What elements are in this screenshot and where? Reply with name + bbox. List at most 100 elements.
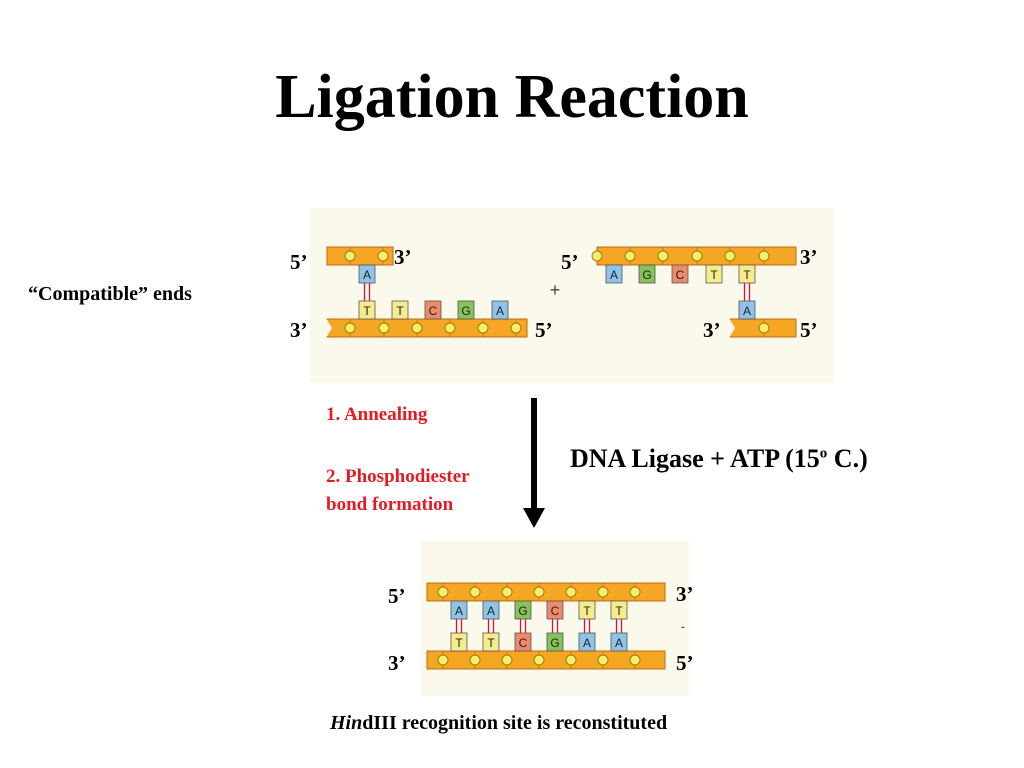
left-bottom-base-3-label: G xyxy=(461,304,470,318)
degree-symbol: o xyxy=(819,445,828,462)
frag-right-bottom-3prime: 3’ xyxy=(703,318,721,342)
product-top-base-1-label: A xyxy=(487,604,495,618)
frag-right-top-3prime: 3’ xyxy=(800,245,818,269)
product-top-dot-2 xyxy=(501,586,513,598)
left-bottom-base-2-label: C xyxy=(429,304,438,318)
right-top-base-2 xyxy=(671,264,689,284)
right-top-base-3-label: T xyxy=(710,268,718,282)
product-top-base-5 xyxy=(610,600,628,620)
product-top-base-5-label: T xyxy=(615,604,623,618)
product-bottom-base-3-label: G xyxy=(550,636,559,650)
product-bottom-base-0 xyxy=(450,632,468,652)
product-bottom-base-5-label: A xyxy=(615,636,623,650)
ligase-condition: DNA Ligase + ATP (15o C.) xyxy=(570,444,868,473)
step-annealing: 1. Annealing xyxy=(326,404,428,425)
left-bottom-dot-5 xyxy=(510,322,522,334)
left-bottom-base-1-label: T xyxy=(396,304,404,318)
left-top-dot-1 xyxy=(377,250,389,262)
product-top-dot-6 xyxy=(629,586,641,598)
left-top-base-0 xyxy=(358,264,376,284)
reaction-arrow-shaft xyxy=(531,398,537,510)
frag-left-bottom-5prime: 5’ xyxy=(535,318,553,342)
right-top-base-1 xyxy=(638,264,656,284)
product-bottom-3prime: 3’ xyxy=(388,651,406,675)
product-top-dot-3 xyxy=(533,586,545,598)
product-bottom-5prime: 5’ xyxy=(676,651,694,675)
frag-left-top-3prime: 3’ xyxy=(394,245,412,269)
left-bottom-base-1 xyxy=(391,300,409,320)
product-top-base-4 xyxy=(578,600,596,620)
left-bottom-base-3 xyxy=(457,300,475,320)
product-bottom-base-4-label: A xyxy=(583,636,591,650)
right-top-dot-4 xyxy=(724,250,736,262)
product-bottom-dot-6 xyxy=(629,654,641,666)
frag-right-bottom-5prime: 5’ xyxy=(800,318,818,342)
product-top-dot-4 xyxy=(565,586,577,598)
product-bottom-base-1-label: T xyxy=(487,636,495,650)
left-bottom-base-0 xyxy=(358,300,376,320)
product-bottom-dot-1 xyxy=(469,654,481,666)
product-bottom-base-2-label: C xyxy=(519,636,528,650)
product-top-base-4-label: T xyxy=(583,604,591,618)
right-bottom-dot-0 xyxy=(758,322,770,334)
left-bottom-base-4 xyxy=(491,300,509,320)
right-top-base-0-label: A xyxy=(610,268,618,282)
product-top-dot-5 xyxy=(597,586,609,598)
step-bond-formation: bond formation xyxy=(326,494,454,515)
product-top-strand xyxy=(426,582,666,602)
left-bottom-base-2 xyxy=(424,300,442,320)
right-bottom-notch xyxy=(729,318,735,338)
minus-sign: - xyxy=(681,618,686,634)
frag-left-bottom-3prime: 3’ xyxy=(290,318,308,342)
product-top-base-2-label: G xyxy=(518,604,527,618)
right-top-base-4-label: T xyxy=(743,268,751,282)
frag-left-top-5prime: 5’ xyxy=(290,250,308,274)
left-bottom-dot-0 xyxy=(344,322,356,334)
left-bottom-dot-4 xyxy=(477,322,489,334)
left-bottom-strand xyxy=(326,318,528,338)
product-top-base-3-label: C xyxy=(551,604,560,618)
left-bottom-notch xyxy=(326,318,332,338)
product-bottom-dot-3 xyxy=(533,654,545,666)
reaction-arrow-head xyxy=(523,508,545,528)
product-top-3prime: 3’ xyxy=(676,582,694,606)
product-bottom-dot-2 xyxy=(501,654,513,666)
product-diagram: A A G C T T T T C G A A - xyxy=(426,582,686,670)
product-bottom-dot-4 xyxy=(565,654,577,666)
plus-sign: + xyxy=(550,280,561,300)
left-bottom-dot-2 xyxy=(411,322,423,334)
product-bottom-base-4 xyxy=(578,632,596,652)
product-top-base-2 xyxy=(514,600,532,620)
right-top-dot-5 xyxy=(758,250,770,262)
left-bottom-dot-3 xyxy=(444,322,456,334)
product-top-base-1 xyxy=(482,600,500,620)
product-bottom-base-1 xyxy=(482,632,500,652)
hindiii-caption: HindIII recognition site is reconstitute… xyxy=(330,712,668,734)
left-top-dot-0 xyxy=(344,250,356,262)
product-bottom-base-0-label: T xyxy=(455,636,463,650)
product-top-dot-0 xyxy=(437,586,449,598)
product-top-5prime: 5’ xyxy=(388,584,406,608)
right-top-base-3 xyxy=(705,264,723,284)
right-top-dot-1 xyxy=(624,250,636,262)
product-top-base-0 xyxy=(450,600,468,620)
right-top-dot-2 xyxy=(657,250,669,262)
product-bottom-dot-5 xyxy=(597,654,609,666)
product-top-base-0-label: A xyxy=(455,604,463,618)
right-top-base-4 xyxy=(738,264,756,284)
product-bottom-dot-0 xyxy=(437,654,449,666)
left-bottom-base-4-label: A xyxy=(496,304,504,318)
frag-right-top-5prime: 5’ xyxy=(561,250,579,274)
right-top-base-1-label: G xyxy=(642,268,651,282)
step-phosphodiester: 2. Phosphodiester xyxy=(326,466,470,487)
right-bottom-base-0-label: A xyxy=(743,304,751,318)
product-top-base-3 xyxy=(546,600,564,620)
right-top-base-0 xyxy=(605,264,623,284)
page-title: Ligation Reaction xyxy=(275,63,749,131)
product-top-dot-1 xyxy=(469,586,481,598)
compatible-ends-label: “Compatible” ends xyxy=(28,283,192,305)
product-bottom-strand xyxy=(426,650,666,670)
right-bottom-base-0 xyxy=(738,300,756,320)
right-top-base-2-label: C xyxy=(676,268,685,282)
